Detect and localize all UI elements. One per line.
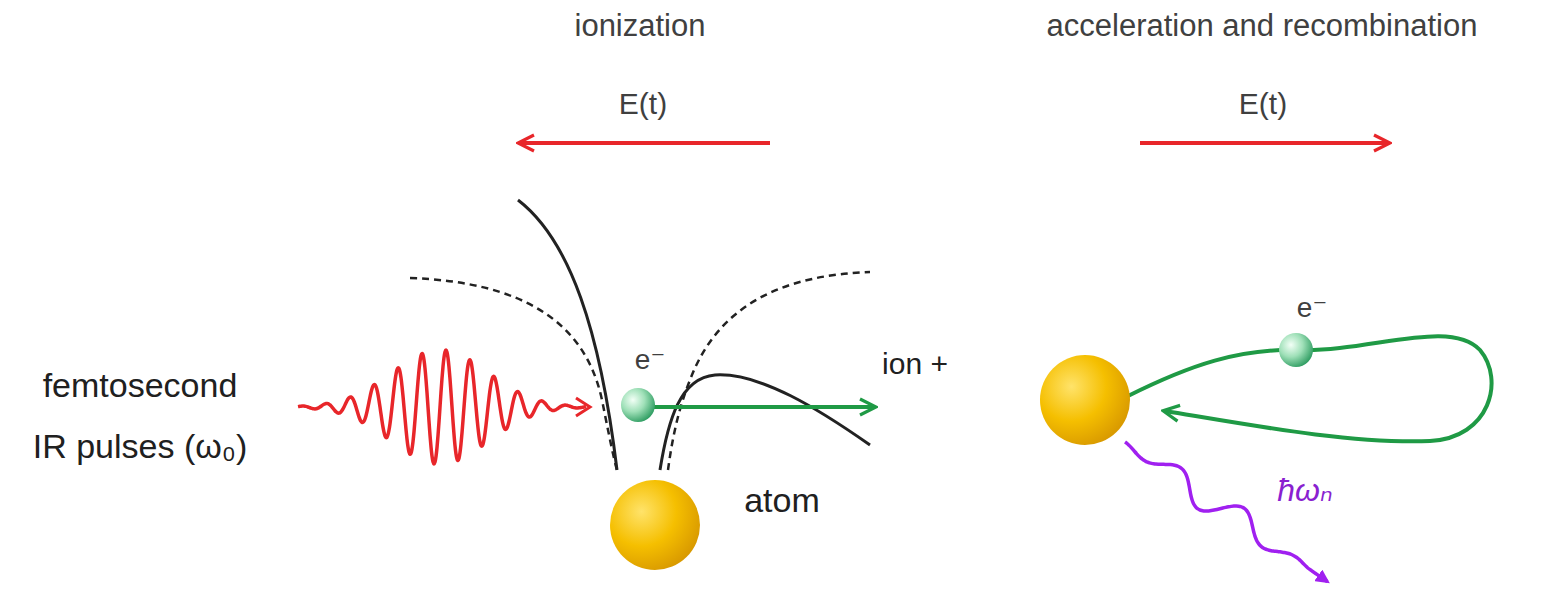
dressed-potential (518, 200, 617, 470)
step-title: acceleration and recombination (1047, 7, 1478, 44)
field-arrow (1140, 141, 1388, 145)
field-free-potential (410, 278, 617, 470)
photon-wave (1125, 442, 1328, 582)
electron-label: e⁻ (635, 343, 665, 377)
pulse-arrowhead (576, 398, 590, 416)
ion-label: ion + (882, 346, 948, 382)
electron-path (652, 405, 874, 409)
electron-sphere (1279, 333, 1313, 367)
step-title: ionization (575, 7, 706, 44)
pulse-label: femtosecond IR pulses (ω₀) (24, 355, 256, 477)
atom-label: atom (744, 480, 820, 521)
laser-pulse (298, 350, 586, 464)
electron-sphere (621, 388, 655, 422)
dressed-potential (660, 375, 870, 470)
atom-sphere (610, 480, 700, 570)
field-label: E(t) (1239, 86, 1287, 122)
field-free-potential (668, 272, 870, 470)
photon-energy-label: ħωₙ (1277, 471, 1332, 509)
field-arrow (520, 141, 770, 145)
electron-label: e⁻ (1297, 291, 1327, 325)
field-label: E(t) (619, 86, 667, 122)
atom-sphere (1040, 355, 1130, 445)
